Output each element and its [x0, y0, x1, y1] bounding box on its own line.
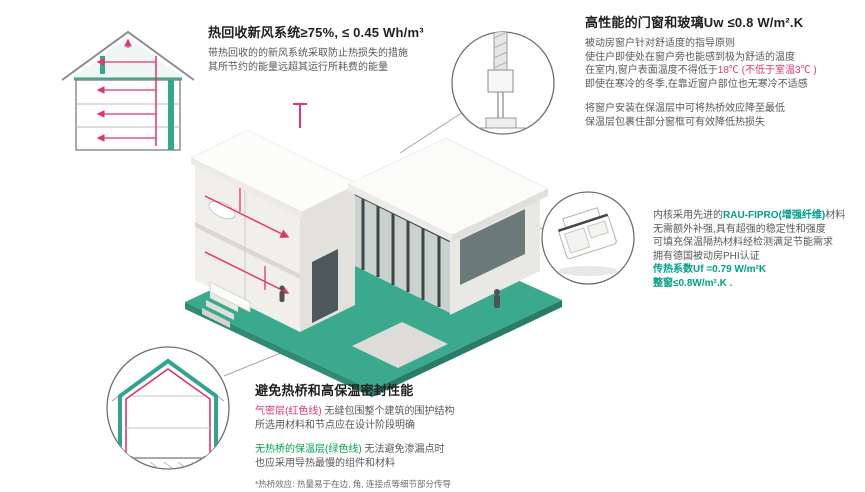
windows-text: 高性能的门窗和玻璃Uw ≤0.8 W/m².K 被动房窗户针对舒适度的指导原则 …	[585, 12, 863, 129]
stairs	[202, 292, 238, 328]
thermal-bridge-callout	[106, 346, 230, 470]
profile-line-grey: 材料	[825, 210, 846, 221]
person-figure	[279, 285, 285, 302]
thermal-line: 所选用材料和节点应在设计阶段明确	[255, 419, 415, 431]
person-figure	[494, 289, 500, 308]
insulated-house-section-drawing	[107, 358, 229, 469]
thermal-line: 无热桥的保温层(绿色线) 无法避免渗漏点时	[255, 443, 595, 457]
profile-uf-value: 传热系数Uf =0.79 W/m²K	[653, 264, 767, 275]
thermal-line: 气密层(红色线) 无缝包围整个建筑的围护结构	[255, 405, 595, 419]
terrace	[352, 322, 448, 368]
heat-recovery-text: 热回收新风系统≥75%, ≤ 0.45 Wh/m³ 带热回收的的新风系统采取防止…	[208, 22, 473, 74]
glass-pavilion	[347, 137, 549, 315]
windows-line: 保温层包裹住部分窗框可有效降低热损失	[585, 116, 765, 128]
heat-recovery-line2: 其所节约的能量远超其运行所耗费的能量	[208, 61, 388, 73]
upvc-profile-drawing	[557, 207, 618, 276]
airtight-layer-label: 气密层(红色线)	[255, 406, 322, 417]
main-block	[190, 103, 359, 332]
thermal-bridge-title: 避免热桥和高保温密封性能	[255, 383, 414, 398]
profile-line: 无需额外补强,具有超强的稳定性和强度	[653, 223, 826, 235]
profile-text: 内核采用先进的RAU-FIPRO(增强纤维)材料 无需额外补强,具有超强的稳定性…	[653, 209, 865, 290]
thermal-line-grey: 无缝包围整个建筑的围护结构	[321, 406, 455, 417]
profile-line: 拥有德国被动房PHI认证	[653, 250, 760, 262]
window-detail-callout	[451, 31, 555, 135]
ventilation-house-illustration	[61, 30, 195, 151]
profile-material-highlight: RAU-FIPRO(增强纤维)	[723, 210, 826, 221]
window-section-drawing	[460, 32, 546, 129]
thermal-line-grey: 无法避免渗漏点时	[361, 444, 445, 455]
thermal-line: 也应采用导热最慢的组件和材料	[255, 457, 395, 469]
profile-line-grey: 内核采用先进的	[653, 210, 723, 221]
windows-line: 即使在寒冷的冬季,在靠近窗户部位也无寒冷不适感	[585, 78, 808, 90]
heat-recovery-line1: 带热回收的的新风系统采取防止热损失的措施	[208, 48, 408, 59]
windows-title: 高性能的门窗和玻璃Uw ≤0.8 W/m².K	[585, 15, 804, 30]
thermal-bridge-text: 避免热桥和高保温密封性能 气密层(红色线) 无缝包围整个建筑的围护结构 所选用材…	[255, 380, 595, 490]
windows-line: 被动房窗户针对舒适度的指导原则	[585, 38, 735, 49]
windows-temp-highlight: 18℃ (不低于室温3℃ )	[717, 65, 817, 76]
windows-line: 在室内,窗户表面温度不得低于18℃ (不低于室温3℃ )	[585, 64, 863, 78]
windows-line: 将窗户安装在保温层中可将热桥效应降至最低	[585, 103, 785, 114]
insulation-layer-label: 无热桥的保温层(绿色线)	[255, 444, 362, 455]
windows-line: 使住户即使处在窗户旁也能感到极为舒适的温度	[585, 51, 795, 63]
heat-recovery-title: 热回收新风系统≥75%, ≤ 0.45 Wh/m³	[208, 25, 424, 40]
profile-line: 内核采用先进的RAU-FIPRO(增强纤维)材料	[653, 209, 865, 223]
windows-line-grey: 在室内,窗户表面温度不得低于	[585, 65, 718, 76]
window-profile-callout	[541, 191, 635, 285]
profile-uw-value: 整窗≤0.8W/m².K .	[653, 277, 733, 289]
isometric-house-illustration	[185, 103, 562, 397]
thermal-bridge-footnote: *热桥效应: 热量易于在边, 角, 连接点等细节部分传导	[255, 479, 451, 489]
profile-line: 可填充保温隔热材料经检测满足节能需求	[653, 237, 833, 248]
